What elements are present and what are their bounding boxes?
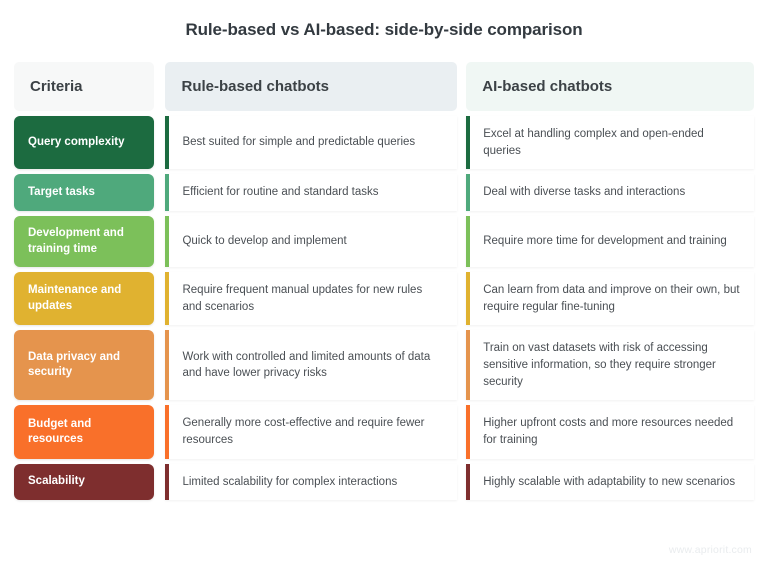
rule-based-text: Generally more cost-effective and requir…	[182, 417, 425, 447]
table-row: Data privacy and security Work with contr…	[14, 330, 754, 401]
ai-based-text: Train on vast datasets with risk of acce…	[483, 342, 716, 388]
rule-based-cell: Best suited for simple and predictable q…	[165, 116, 458, 170]
rule-based-cell: Generally more cost-effective and requir…	[165, 405, 458, 459]
ai-based-text: Higher upfront costs and more resources …	[483, 417, 734, 447]
ai-based-cell: Can learn from data and improve on their…	[466, 272, 754, 326]
rule-based-text: Work with controlled and limited amounts…	[182, 350, 431, 380]
rule-based-text: Require frequent manual updates for new …	[182, 284, 423, 313]
rule-based-cell: Require frequent manual updates for new …	[165, 272, 458, 326]
criteria-label: Data privacy and security	[28, 350, 121, 379]
ai-based-cell: Require more time for development and tr…	[466, 216, 754, 268]
ai-based-text: Deal with diverse tasks and interactions	[483, 186, 686, 199]
page-title: Rule-based vs AI-based: side-by-side com…	[185, 20, 583, 39]
ai-based-cell: Train on vast datasets with risk of acce…	[466, 330, 754, 401]
table-row: Budget and resources Generally more cost-…	[14, 405, 754, 459]
watermark: www.apriorit.com	[668, 544, 752, 556]
ai-based-text: Require more time for development and tr…	[483, 235, 727, 248]
criteria-label: Budget and resources	[28, 417, 92, 446]
ai-based-cell: Deal with diverse tasks and interactions	[466, 174, 754, 212]
column-header-criteria-label: Criteria	[30, 78, 83, 95]
criteria-label: Query complexity	[28, 135, 125, 148]
table-row: Development and training time Quick to de…	[14, 216, 754, 268]
criteria-label: Scalability	[28, 475, 85, 488]
criteria-cell: Target tasks	[14, 174, 155, 212]
rule-based-cell: Work with controlled and limited amounts…	[165, 330, 458, 401]
column-header-rule-based: Rule-based chatbots	[165, 62, 458, 111]
column-header-criteria: Criteria	[14, 62, 155, 111]
column-header-rule-based-label: Rule-based chatbots	[181, 78, 330, 95]
criteria-cell: Development and training time	[14, 216, 155, 268]
criteria-cell: Query complexity	[14, 116, 155, 170]
criteria-label: Maintenance and updates	[28, 284, 122, 312]
rule-based-text: Best suited for simple and predictable q…	[182, 136, 416, 149]
criteria-label: Target tasks	[28, 185, 95, 198]
table-header-row: Criteria Rule-based chatbots AI-based ch…	[14, 62, 754, 111]
comparison-table: Criteria Rule-based chatbots AI-based ch…	[14, 62, 754, 505]
rule-based-cell: Quick to develop and implement	[165, 216, 458, 268]
criteria-label: Development and training time	[28, 227, 124, 255]
criteria-cell: Maintenance and updates	[14, 272, 155, 326]
table-row: Query complexity Best suited for simple a…	[14, 116, 754, 170]
column-header-ai-based: AI-based chatbots	[466, 62, 754, 111]
table-row: Target tasks Efficient for routine and st…	[14, 174, 754, 212]
criteria-cell: Scalability	[14, 463, 155, 501]
table-row: Scalability Limited scalability for compl…	[14, 463, 754, 501]
ai-based-cell: Higher upfront costs and more resources …	[466, 405, 754, 459]
rule-based-cell: Limited scalability for complex interact…	[165, 463, 458, 501]
rule-based-text: Quick to develop and implement	[182, 235, 347, 248]
ai-based-cell: Excel at handling complex and open-ended…	[466, 116, 754, 170]
rule-based-text: Efficient for routine and standard tasks	[182, 186, 379, 199]
rule-based-cell: Efficient for routine and standard tasks	[165, 174, 458, 212]
column-header-ai-based-label: AI-based chatbots	[482, 78, 613, 95]
ai-based-cell: Highly scalable with adaptability to new…	[466, 463, 754, 501]
criteria-cell: Data privacy and security	[14, 330, 155, 401]
ai-based-text: Can learn from data and improve on their…	[483, 284, 740, 313]
ai-based-text: Highly scalable with adaptability to new…	[483, 475, 736, 488]
criteria-cell: Budget and resources	[14, 405, 155, 459]
rule-based-text: Limited scalability for complex interact…	[182, 475, 398, 488]
table-body: Query complexity Best suited for simple a…	[14, 116, 754, 505]
ai-based-text: Excel at handling complex and open-ended…	[483, 128, 704, 157]
table-row: Maintenance and updates Require frequent …	[14, 272, 754, 326]
